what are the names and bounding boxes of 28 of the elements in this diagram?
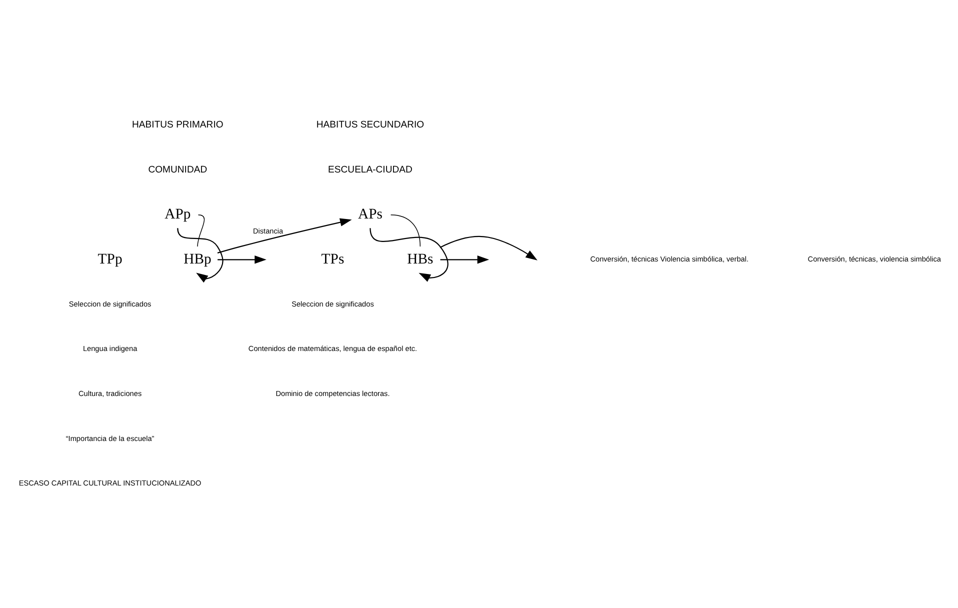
arrow bbox=[218, 255, 266, 264]
label: Lengua indigena bbox=[82, 344, 138, 353]
node-text: APp bbox=[164, 206, 191, 222]
label: ESCASO CAPITAL CULTURAL INSTITUCIONALIZADO bbox=[18, 478, 202, 488]
label: Conversión, técnicas, violencia simbólica bbox=[808, 254, 942, 264]
arrow bbox=[440, 255, 490, 264]
label: “Importancia de la escuela” bbox=[66, 433, 154, 442]
label: ESCUELA-CIUDAD bbox=[328, 164, 412, 175]
node-text: HBp bbox=[184, 250, 212, 267]
connector bbox=[390, 214, 421, 246]
label: Seleccion de significados bbox=[292, 298, 374, 308]
label: Cultura, tradiciones bbox=[78, 388, 142, 398]
edge-label: Distancia bbox=[252, 226, 284, 235]
node-text: TPs bbox=[321, 250, 344, 267]
label: Contenidos de matemáticas, lengua de español etc. bbox=[248, 344, 418, 353]
node-text: APs bbox=[358, 206, 382, 222]
node-text: TPp bbox=[98, 250, 122, 267]
label: HABITUS SECUNDARIO bbox=[316, 119, 424, 130]
label: HABITUS PRIMARIO bbox=[132, 119, 224, 130]
label: Seleccion de significados bbox=[68, 298, 152, 308]
arrow bbox=[440, 235, 538, 260]
label: COMUNIDAD bbox=[148, 164, 208, 175]
arrow bbox=[217, 218, 352, 253]
label: Conversión, técnicas Violencia simbólica, verbal. bbox=[590, 254, 749, 264]
arrow bbox=[370, 227, 448, 282]
label: Dominio de competencias lectoras. bbox=[276, 388, 390, 398]
connector bbox=[197, 214, 205, 246]
node-text: HBs bbox=[407, 250, 434, 267]
